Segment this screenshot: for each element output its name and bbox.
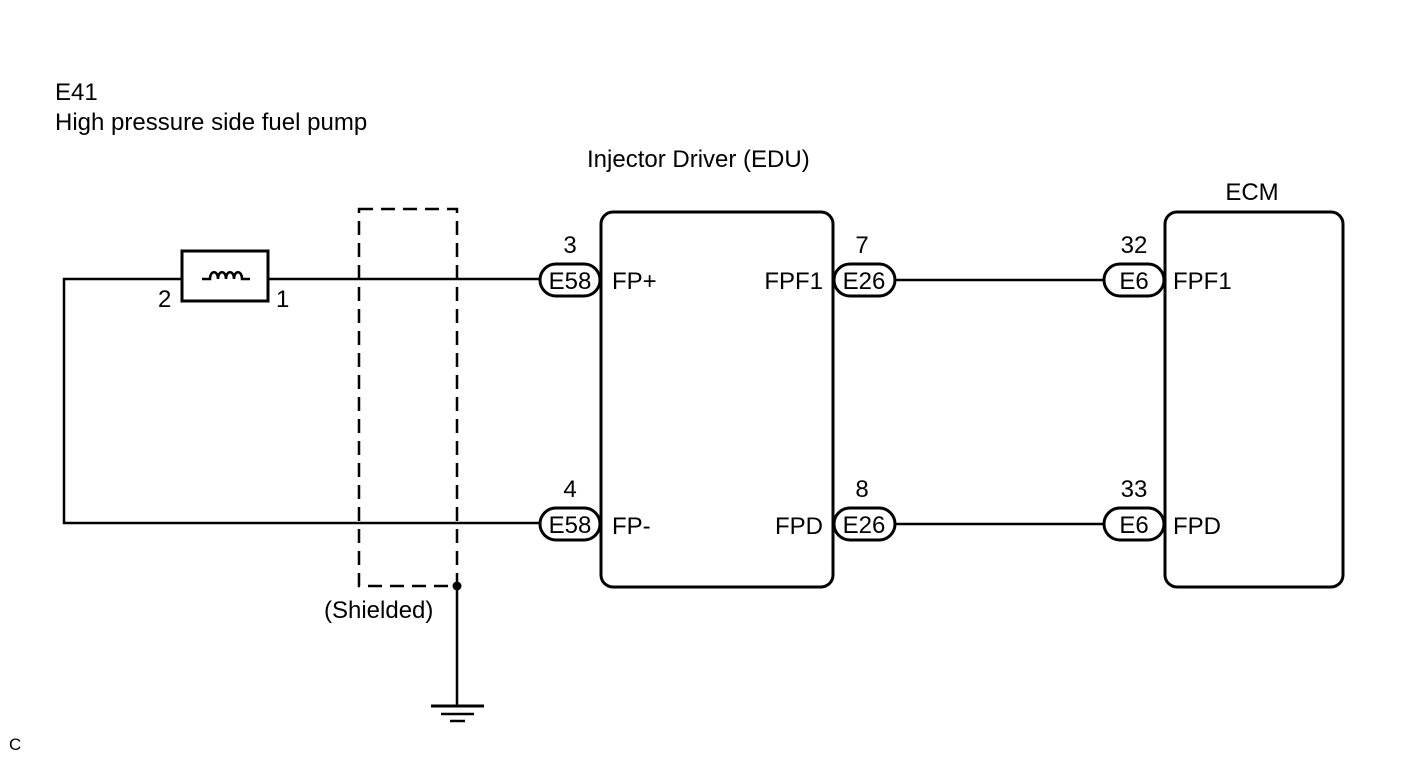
pin-3: 3 [563, 232, 576, 259]
connector-e58-bottom-label: E58 [549, 512, 592, 539]
ecm-title: ECM [1225, 179, 1278, 206]
connector-e26-bottom [832, 506, 897, 542]
ground-icon [431, 586, 484, 723]
pump-name: High pressure side fuel pump [55, 109, 367, 136]
connector-e58-bottom [538, 506, 602, 542]
connector-e58-top-label: E58 [549, 268, 592, 295]
connector-e6-bottom [1102, 506, 1166, 542]
connector-e26-top-label: E26 [843, 268, 886, 295]
terminal-ecm-fpd: FPD [1173, 513, 1221, 540]
edu-title: Injector Driver (EDU) [587, 146, 810, 173]
pin-32: 32 [1121, 232, 1148, 259]
pin-33: 33 [1121, 476, 1148, 503]
terminal-ecm-fpf1: FPF1 [1173, 268, 1232, 295]
pin-8: 8 [855, 476, 868, 503]
connector-e26-top [832, 262, 897, 298]
terminal-edu-fpf1: FPF1 [764, 268, 823, 295]
shield-outline [357, 207, 459, 588]
terminal-fp-minus: FP- [612, 513, 651, 540]
connector-e6-top-label: E6 [1119, 268, 1148, 295]
shield-label: (Shielded) [324, 597, 433, 624]
wire-pump-to-fp-minus [62, 277, 540, 525]
connector-e58-top [538, 262, 602, 298]
connector-e26-bottom-label: E26 [843, 512, 886, 539]
pin-4: 4 [563, 476, 576, 503]
pump-pin-2: 2 [158, 286, 171, 313]
terminal-fp-plus: FP+ [612, 268, 657, 295]
corner-mark: C [9, 735, 21, 754]
coil-icon [202, 271, 250, 281]
connector-e6-top [1102, 262, 1166, 298]
pump-pin-1: 1 [276, 286, 289, 313]
pump-connector-id: E41 [55, 79, 98, 106]
fuel-pump-symbol [180, 249, 270, 303]
connector-e6-bottom-label: E6 [1119, 512, 1148, 539]
terminal-edu-fpd: FPD [775, 513, 823, 540]
pin-7: 7 [855, 232, 868, 259]
ecm-box [1163, 210, 1345, 589]
edu-box [599, 210, 835, 589]
